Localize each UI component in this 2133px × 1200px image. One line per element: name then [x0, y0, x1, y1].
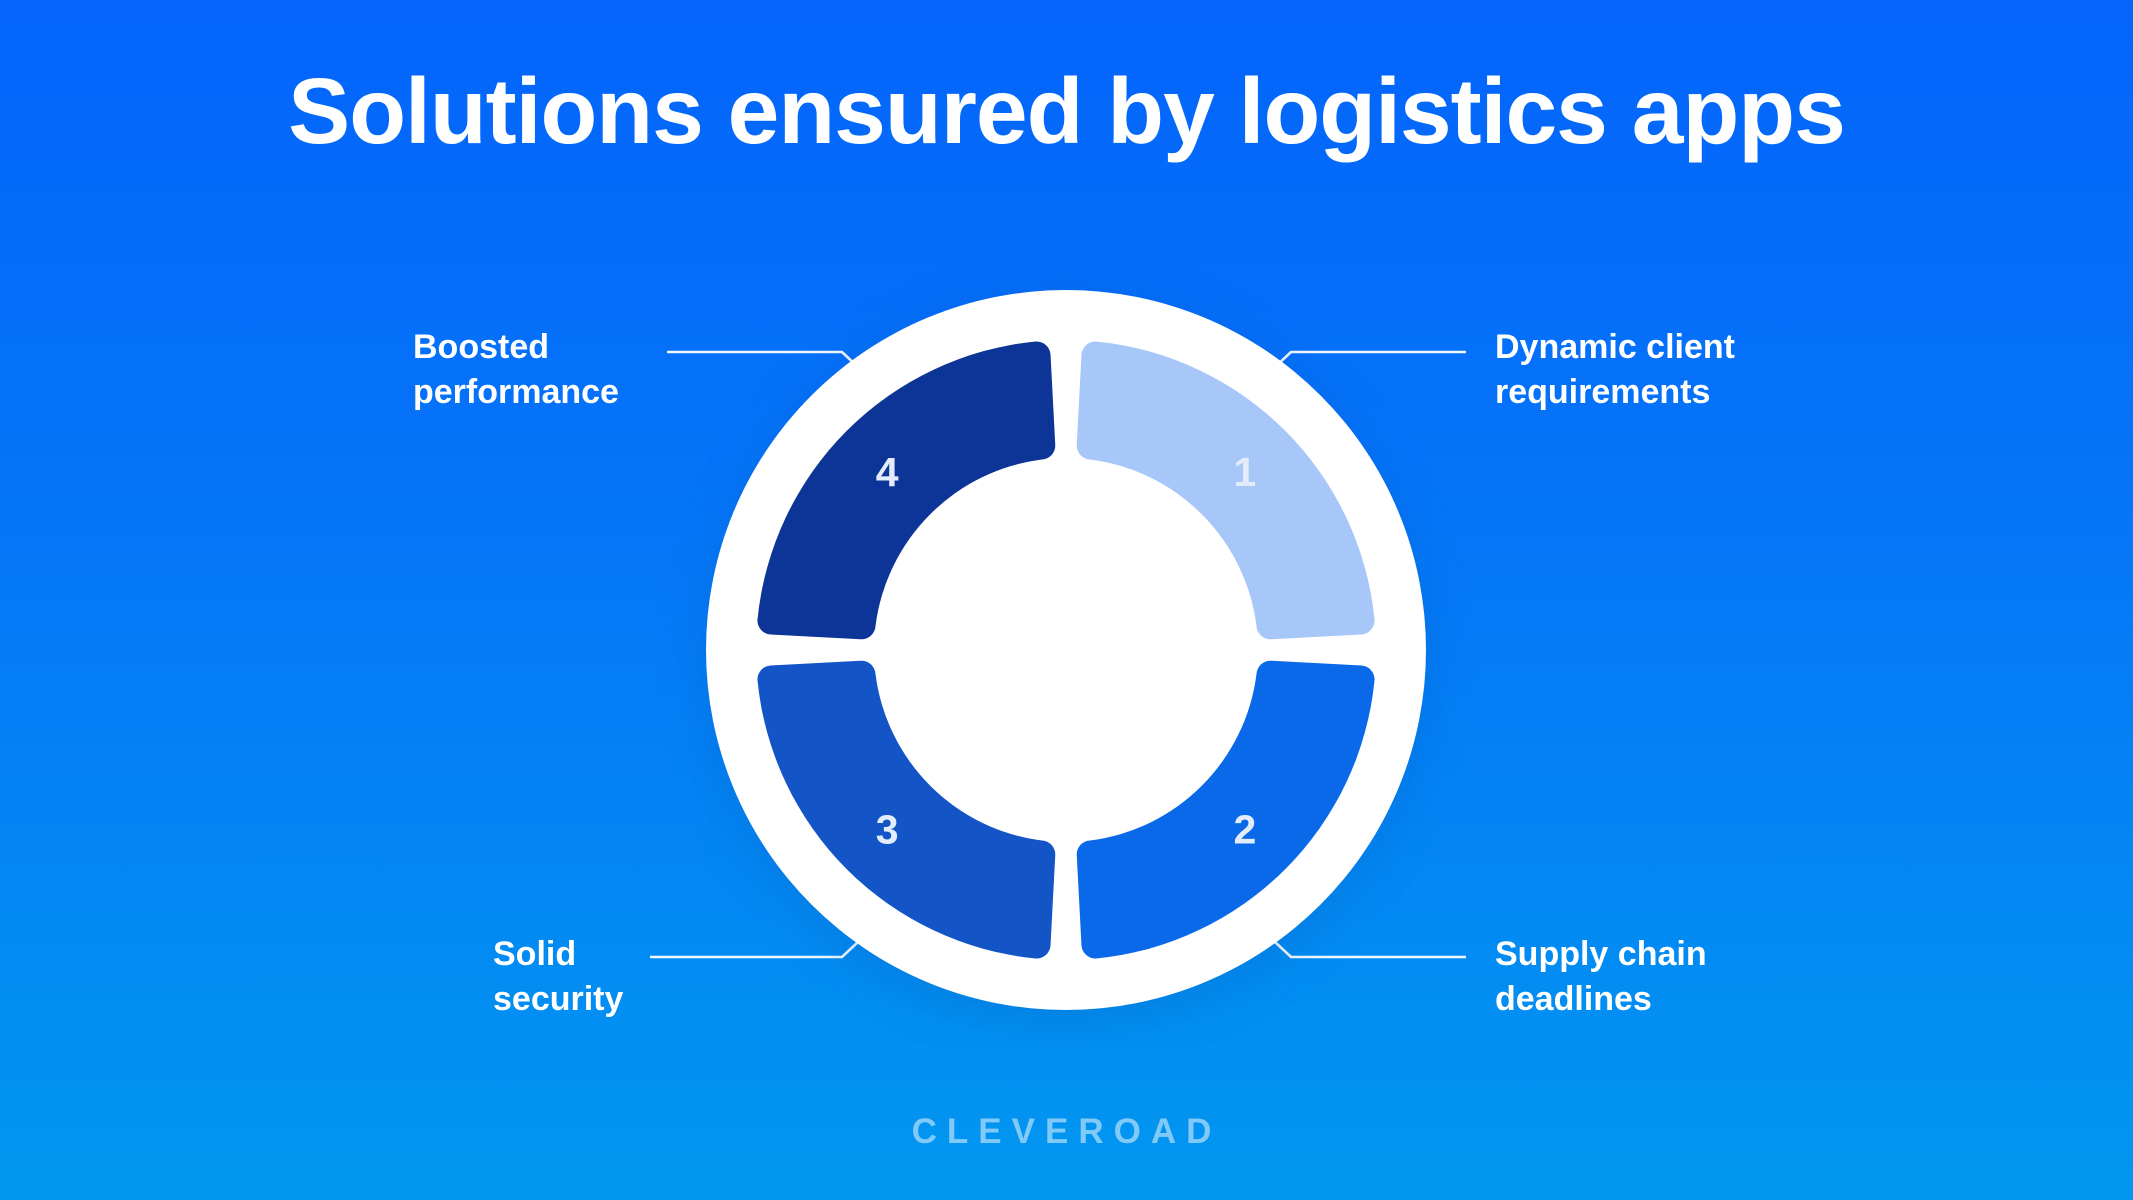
donut-segment-2 [1076, 660, 1375, 959]
segment-number-2: 2 [1233, 807, 1256, 853]
callout-line: Supply chain [1495, 935, 1707, 973]
segment-number-3: 3 [876, 807, 899, 853]
callout-line: Solid [493, 935, 577, 973]
donut-segment-1 [1076, 341, 1375, 640]
donut-segment-4 [757, 341, 1056, 640]
callout-line: Boosted [413, 328, 549, 366]
callout-line: Dynamic client [1495, 328, 1735, 366]
callout-supply-chain-deadlines: Supply chain deadlines [1495, 932, 1707, 1022]
callout-line: security [493, 980, 624, 1018]
connector-line-bottom-left [650, 941, 859, 959]
callout-dynamic-client-requirements: Dynamic client requirements [1495, 325, 1735, 415]
segment-number-1: 1 [1233, 449, 1256, 495]
donut-segments [757, 341, 1375, 959]
brand-logo: CLEVEROAD [911, 1112, 1222, 1151]
connector-line-top-right [1274, 350, 1466, 368]
callout-boosted-performance: Boosted performance [413, 325, 619, 415]
donut-segment-numbers: 1 2 3 4 [876, 449, 1257, 853]
connector-line-top-left [667, 350, 859, 368]
callout-line: requirements [1495, 373, 1711, 411]
callout-line: performance [413, 373, 619, 411]
connector-line-bottom-right [1274, 941, 1466, 959]
page-title: Solutions ensured by logistics apps [288, 59, 1846, 163]
callout-line: deadlines [1495, 980, 1652, 1018]
segment-number-4: 4 [876, 449, 899, 495]
donut-segment-3 [757, 660, 1056, 959]
donut-ring-background [706, 290, 1426, 1010]
callout-solid-security: Solid security [493, 932, 623, 1022]
